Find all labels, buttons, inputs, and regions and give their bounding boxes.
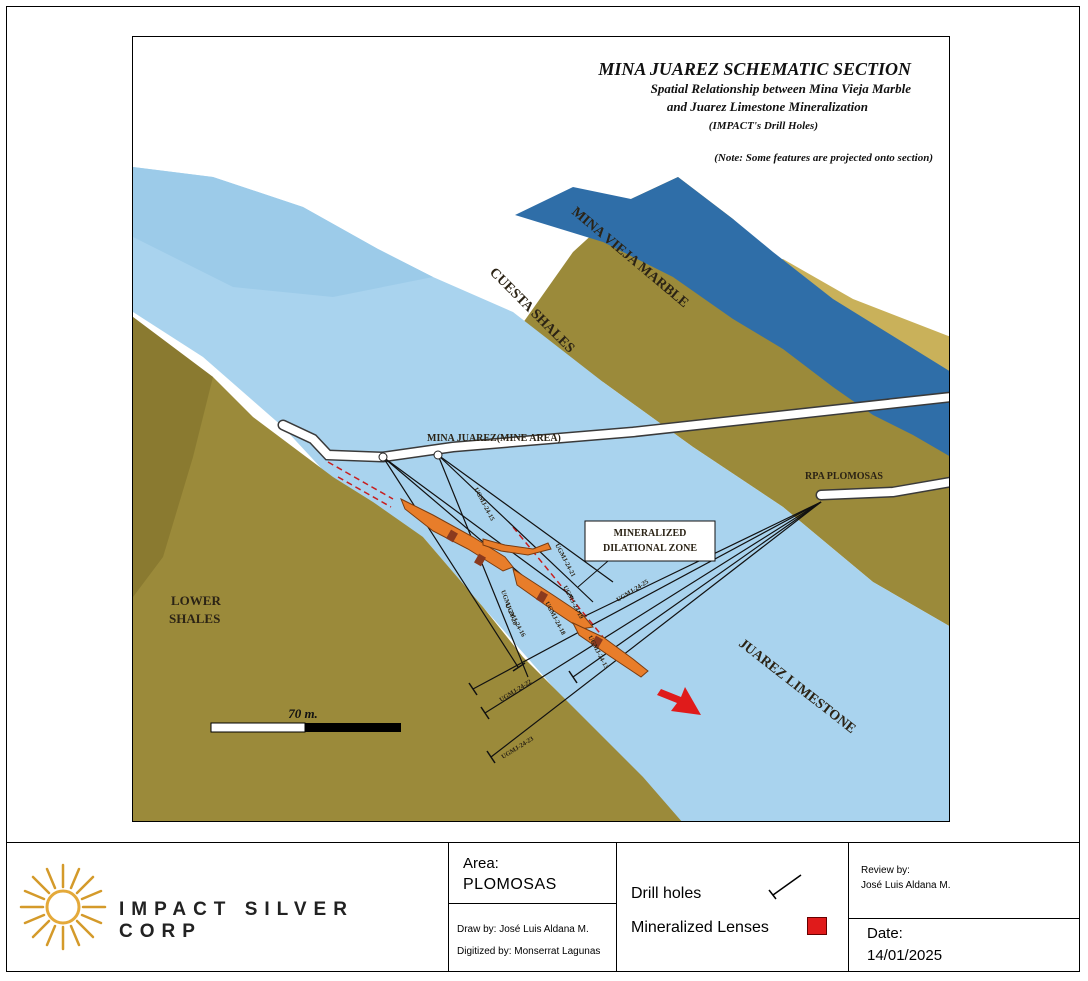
collar-mina-juarez [434,451,442,459]
sun-logo-icon [13,857,113,957]
title-block: IMPACT SILVER CORP Area: PLOMOSAS Draw b… [6,842,1080,972]
collar-mina-juarez [379,453,387,461]
label-lower-shales-2: SHALES [169,611,220,626]
date-cell: Date: 14/01/2025 [848,918,1080,972]
company-name: IMPACT SILVER CORP [119,899,448,943]
callout-line-1: MINERALIZED [614,528,687,539]
section-drawing: MINA JUAREZ SCHEMATIC SECTION Spatial Re… [133,37,950,822]
review-cell: Review by: José Luis Aldana M. [848,842,1080,919]
date-label: Date: [867,925,903,942]
digitized-by: Digitized by: Monserrat Lagunas [457,946,600,957]
review-label: Review by: [861,865,910,876]
logo-cell: IMPACT SILVER CORP [6,842,449,972]
scale-bar-white [211,723,305,732]
lens-swatch-icon [807,917,827,935]
label-lower-shales-1: LOWER [171,593,221,608]
label-mine-area: MINA JUAREZ(MINE AREA) [427,433,561,444]
scale-bar-black [305,723,401,732]
map-subtitle-3: (IMPACT's Drill Holes) [709,120,818,132]
drill-hole-symbol-icon [767,871,807,901]
callout-box [585,521,715,561]
scale-label: 70 m. [288,706,318,721]
callout-line-2: DILATIONAL ZONE [603,543,697,554]
legend-cell: Drill holes Mineralized Lenses [616,842,849,972]
label-rpa-plomosas: RPA PLOMOSAS [805,471,883,482]
schematic-section-map: MINA JUAREZ SCHEMATIC SECTION Spatial Re… [132,36,950,822]
legend-mineralized-lenses: Mineralized Lenses [631,919,769,937]
area-label: Area: [463,855,499,872]
draw-by: Draw by: José Luis Aldana M. [457,924,589,935]
review-name: José Luis Aldana M. [861,880,951,891]
map-note: (Note: Some features are projected onto … [714,152,933,164]
map-title: MINA JUAREZ SCHEMATIC SECTION [597,59,912,79]
map-subtitle-1: Spatial Relationship between Mina Vieja … [651,81,912,96]
map-subtitle-2: and Juarez Limestone Mineralization [667,99,868,114]
date-value: 14/01/2025 [867,947,942,964]
credits-cell: Draw by: José Luis Aldana M. Digitized b… [448,903,617,972]
legend-drill-holes: Drill holes [631,885,701,903]
area-value: PLOMOSAS [463,876,557,894]
area-cell: Area: PLOMOSAS [448,842,617,904]
